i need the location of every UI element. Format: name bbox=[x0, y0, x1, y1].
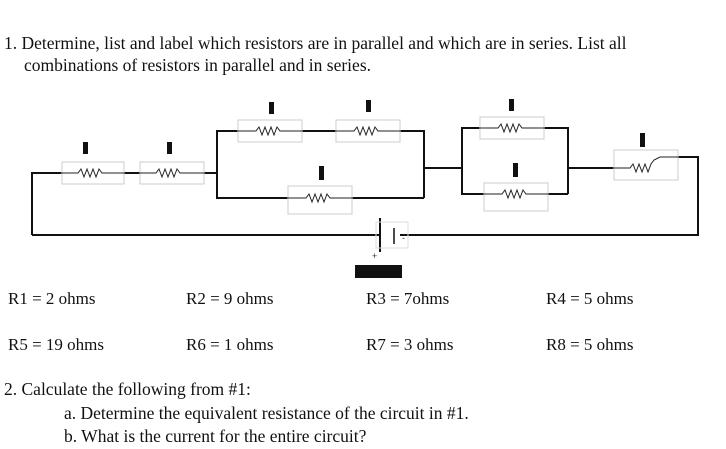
resistor-value-r8: R8 = 5 ohms bbox=[546, 335, 634, 354]
resistor-6 bbox=[479, 99, 545, 140]
question-1-line-2: combinations of resistors in parallel an… bbox=[24, 55, 372, 75]
resistor-4 bbox=[335, 100, 401, 143]
resistor-8 bbox=[613, 133, 679, 181]
circuit-wires bbox=[31, 127, 699, 236]
resistor-value-r5: R5 = 19 ohms bbox=[8, 335, 105, 354]
question-1: 1. Determine, list and label which resis… bbox=[4, 32, 726, 76]
question-2-title: 2. Calculate the following from #1: bbox=[4, 379, 251, 399]
battery: + - bbox=[355, 218, 409, 278]
resistor-3 bbox=[237, 102, 303, 143]
question-2a: a. Determine the equivalent resistance o… bbox=[64, 403, 469, 423]
resistor-2 bbox=[139, 142, 205, 185]
resistor-1 bbox=[61, 142, 125, 185]
resistor-7 bbox=[483, 163, 549, 212]
resistor-5 bbox=[287, 166, 353, 215]
resistor-value-r6: R6 = 1 ohms bbox=[186, 335, 274, 354]
question-2b: b. What is the current for the entire ci… bbox=[64, 426, 367, 446]
battery-plus-sign: + bbox=[372, 251, 377, 261]
resistor-value-r3: R3 = 7ohms bbox=[366, 289, 450, 308]
resistor-value-r4: R4 = 5 ohms bbox=[546, 289, 634, 308]
question-1-line-1: 1. Determine, list and label which resis… bbox=[4, 33, 627, 53]
resistor-value-r2: R2 = 9 ohms bbox=[186, 289, 274, 308]
battery-label-bar bbox=[355, 265, 402, 278]
resistor-value-r7: R7 = 3 ohms bbox=[366, 335, 454, 354]
resistor-value-r1: R1 = 2 ohms bbox=[8, 289, 96, 308]
battery-minus-sign: - bbox=[402, 233, 405, 243]
